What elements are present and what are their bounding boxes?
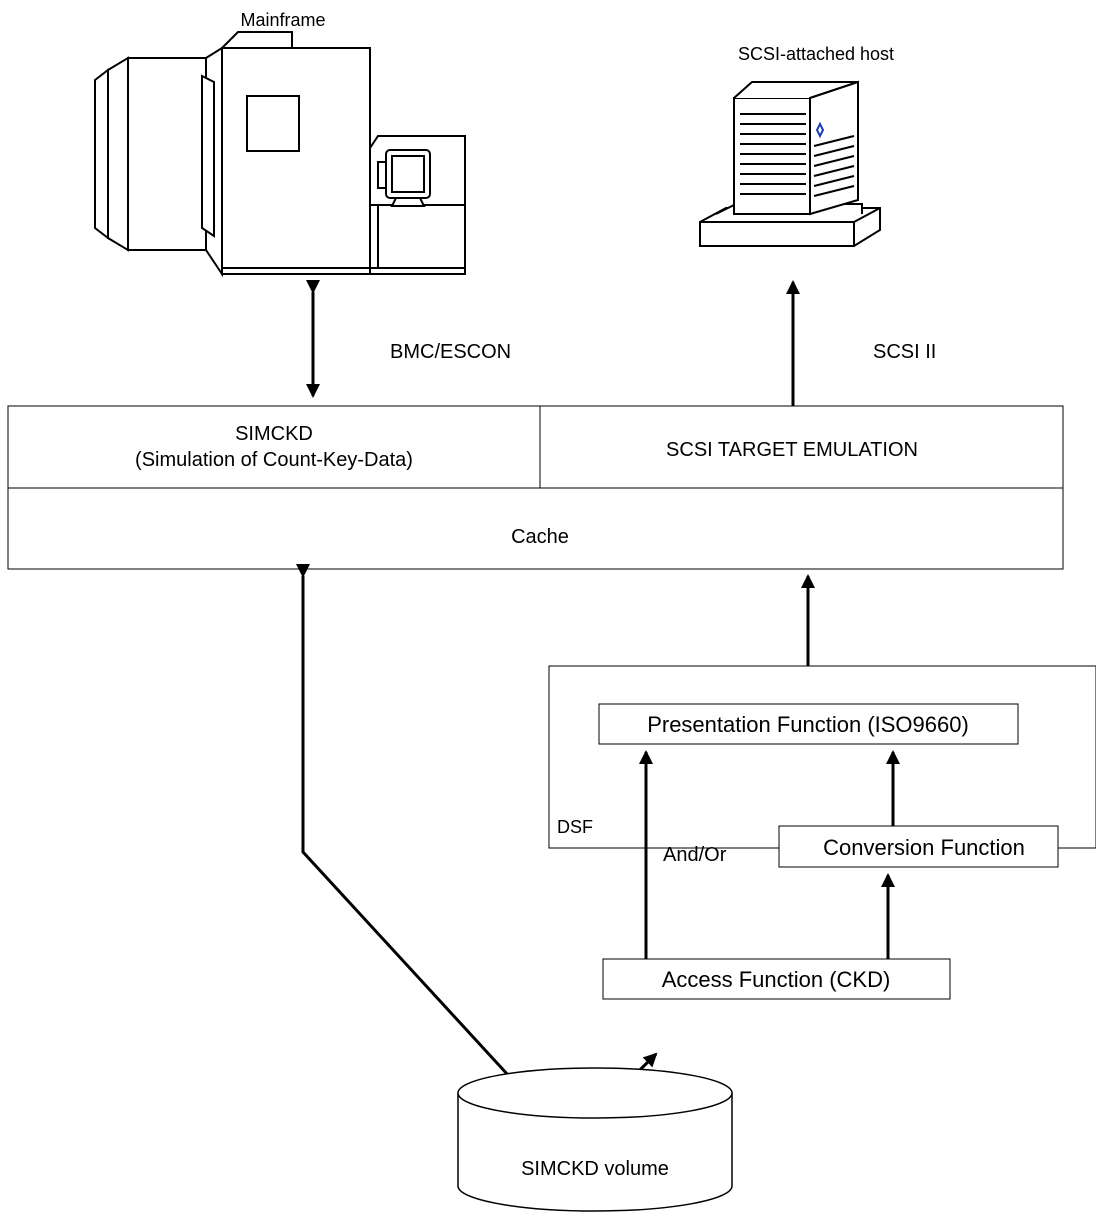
and-or-label: And/Or: [663, 844, 727, 866]
scsi-host-label: SCSI-attached host: [738, 44, 894, 64]
disk-cylinder-icon: [457, 1067, 733, 1212]
dsf-label: DSF: [557, 817, 593, 837]
simckd-sublabel: (Simulation of Count-Key-Data): [135, 449, 413, 471]
mainframe-label: Mainframe: [240, 10, 325, 30]
conversion-function-box: [778, 825, 1059, 868]
dsf-box-lower: [549, 666, 1095, 848]
presentation-function-box: [598, 703, 1019, 745]
access-function-label: Access Function (CKD): [662, 967, 891, 992]
scsi-target-label: SCSI TARGET EMULATION: [666, 439, 918, 461]
access-function-box: [602, 958, 951, 1000]
tower-server-vents: [740, 113, 855, 197]
mainframe-icon: [94, 31, 466, 278]
scsi-ii-label: SCSI II: [873, 341, 936, 363]
bmc-escon-label: BMC/ESCON: [390, 341, 511, 363]
simckd-label: SIMCKD: [235, 423, 313, 445]
dsf-box: [548, 665, 1096, 849]
simckd-volume-label: SIMCKD volume: [521, 1158, 669, 1180]
cache-volume-arrow: [296, 564, 522, 1090]
cache-label: Cache: [511, 526, 569, 548]
presentation-function-label: Presentation Function (ISO9660): [647, 712, 969, 737]
conversion-function-label: Conversion Function: [823, 835, 1025, 860]
host-logo-icon: [815, 121, 825, 139]
controller-box: [7, 405, 1064, 570]
